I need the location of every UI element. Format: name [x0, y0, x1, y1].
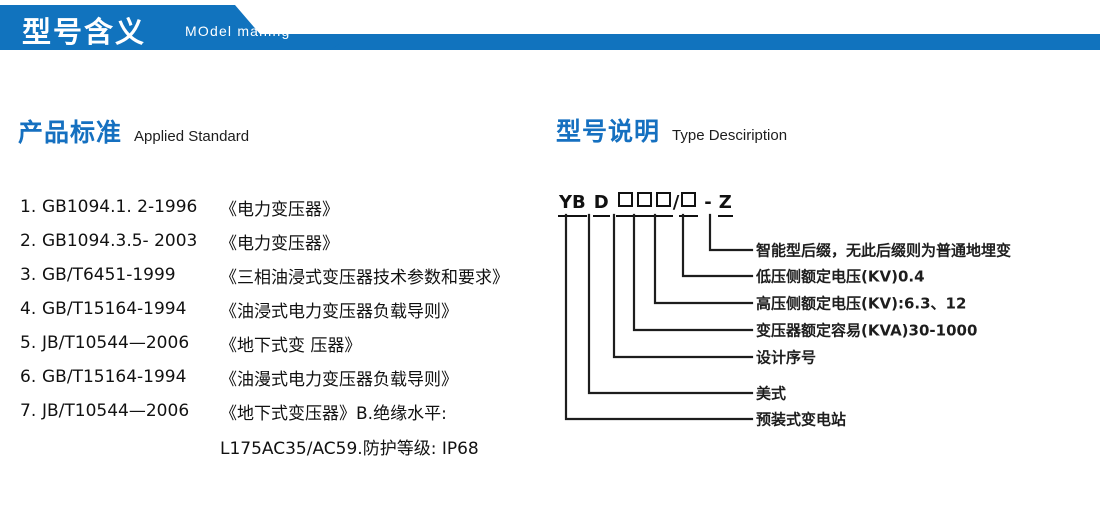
callout-label-lv-voltage: 低压侧额定电压(KV)0.4: [756, 267, 925, 286]
section-heading-en: Type Desciription: [672, 127, 788, 144]
code-slash: /: [672, 192, 680, 213]
code-segment-box-4: [679, 192, 699, 217]
section-heading-en: Applied Standard: [134, 128, 250, 145]
standards-list: 1. GB1094.1. 2-1996 《电力变压器》 2. GB1094.3.…: [20, 190, 560, 464]
list-item: 1. GB1094.1. 2-1996 《电力变压器》: [20, 190, 560, 224]
callout-label-american-style: 美式: [756, 384, 787, 403]
callout-label-hv-voltage: 高压侧额定电压(KV):6.3、12: [756, 294, 967, 313]
callout-label-smart-suffix: 智能型后缀，无此后缀则为普通地埋变: [756, 241, 1012, 260]
list-item: 7. JB/T10544—2006 《地下式变压器》B.绝缘水平:: [20, 394, 560, 428]
list-item: 5. JB/T10544—2006 《地下式变 压器》: [20, 326, 560, 360]
standard-code: GB1094.3.5- 2003: [42, 231, 198, 251]
standard-number: 5.: [20, 333, 37, 353]
code-segment-yb: YB: [558, 192, 587, 217]
standard-name: 《油漫式电力变压器负载导则》: [220, 369, 458, 390]
standard-code: GB/T6451-1999: [42, 265, 176, 285]
code-segment-box-3: [653, 192, 673, 217]
section-heading-type-description: 型号说明 Type Desciription: [556, 112, 787, 148]
callout-label-design-serial: 设计序号: [756, 348, 817, 367]
standard-name: 《电力变压器》: [220, 233, 339, 254]
standard-number: 7.: [20, 401, 37, 421]
page-header-banner: 型号含义 MOdel maning: [0, 5, 1100, 50]
leader-line-2: [587, 213, 754, 395]
standard-code: JB/T10544—2006: [42, 401, 190, 421]
leader-line-3: [612, 213, 754, 359]
list-item: 4. GB/T15164-1994 《油浸式电力变压器负载导则》: [20, 292, 560, 326]
standard-name: 《电力变压器》: [220, 199, 339, 220]
placeholder-box-icon: [617, 192, 633, 207]
code-segment-box-2: [634, 192, 654, 217]
list-item: 3. GB/T6451-1999 《三相油浸式变压器技术参数和要求》: [20, 258, 560, 292]
standard-number: 4.: [20, 299, 37, 319]
leader-line-5: [653, 213, 754, 305]
code-segment-box-1: [615, 192, 635, 217]
section-heading-applied-standard: 产品标准 Applied Standard: [18, 113, 249, 149]
standard-number: 3.: [20, 265, 37, 285]
banner-title-cn: 型号含义: [22, 15, 147, 49]
standard-name: 《三相油浸式变压器技术参数和要求》: [220, 267, 509, 288]
standard-number: 6.: [20, 367, 37, 387]
placeholder-box-icon: [681, 192, 697, 207]
placeholder-box-icon: [655, 192, 671, 207]
standard-name: 《地下式变 压器》: [220, 335, 362, 356]
callout-label-prefab-substation: 预装式变电站: [756, 410, 847, 429]
code-dash: -: [704, 192, 712, 213]
leader-line-1: [564, 213, 754, 421]
standard-code: GB1094.1. 2-1996: [42, 197, 198, 217]
leader-line-6: [681, 213, 754, 278]
standard-continuation-line: L175AC35/AC59.防护等级: IP68: [20, 428, 560, 464]
standard-code: GB/T15164-1994: [42, 299, 187, 319]
standard-number: 2.: [20, 231, 37, 251]
code-segment-z: Z: [717, 192, 733, 217]
callout-label-rated-capacity: 变压器额定容易(KVA)30-1000: [756, 321, 978, 340]
code-segment-d: D: [592, 192, 610, 217]
standard-continuation-text: L175AC35/AC59.防护等级: IP68: [220, 438, 479, 459]
placeholder-box-icon: [636, 192, 652, 207]
leader-line-7: [708, 213, 754, 252]
list-item: 6. GB/T15164-1994 《油漫式电力变压器负载导则》: [20, 360, 560, 394]
standard-name: 《油浸式电力变压器负载导则》: [220, 301, 458, 322]
section-heading-cn: 产品标准: [18, 118, 123, 147]
standard-code: GB/T15164-1994: [42, 367, 187, 387]
standard-code: JB/T10544—2006: [42, 333, 190, 353]
leader-line-4: [632, 213, 754, 332]
banner-title-en: MOdel maning: [185, 23, 291, 39]
section-heading-cn: 型号说明: [556, 117, 661, 146]
standard-name: 《地下式变压器》B.绝缘水平:: [220, 403, 447, 424]
list-item: 2. GB1094.3.5- 2003 《电力变压器》: [20, 224, 560, 258]
standard-number: 1.: [20, 197, 37, 217]
